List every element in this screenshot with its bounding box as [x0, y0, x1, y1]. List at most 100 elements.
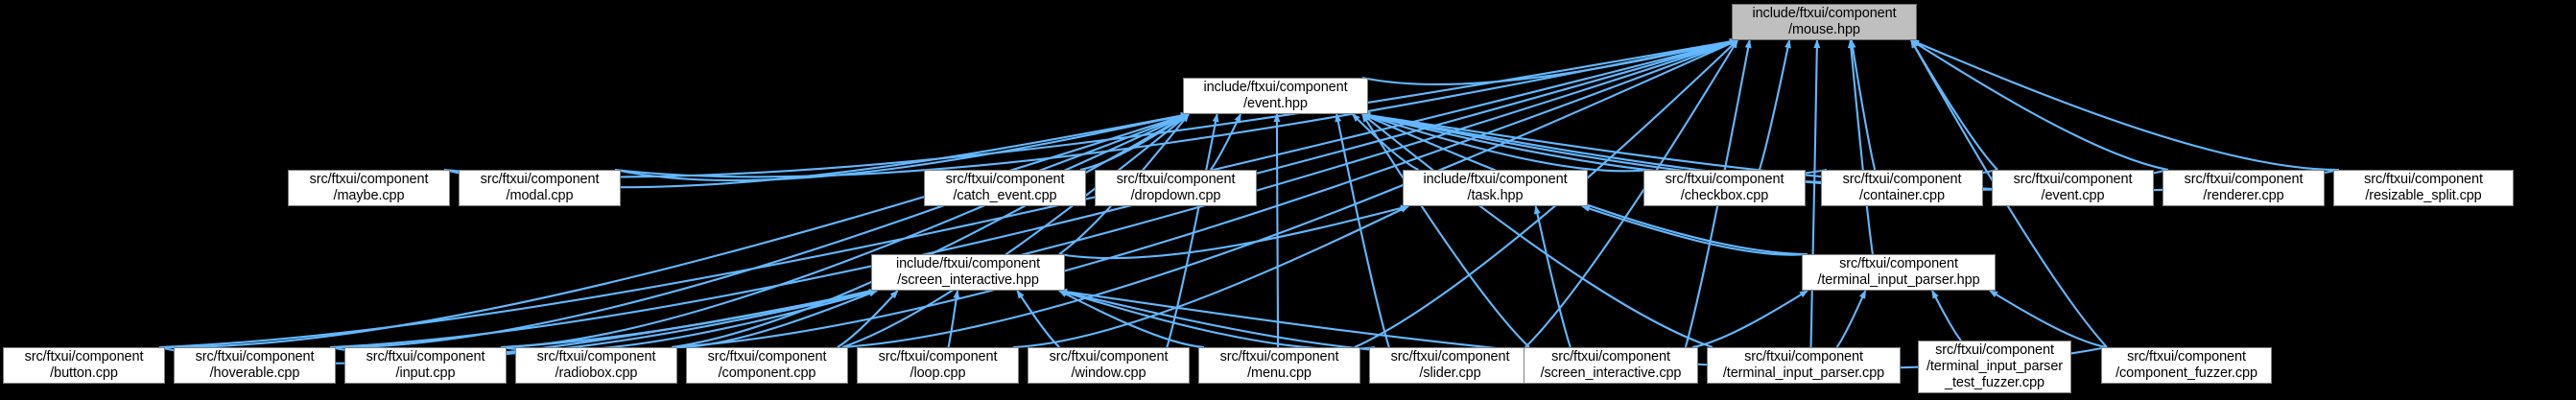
node-label-line2: /checkbox.cpp [1680, 188, 1769, 203]
graph-node-modal-cpp[interactable]: src/ftxui/component/modal.cpp [459, 170, 621, 206]
graph-edge [1524, 39, 1738, 348]
node-label-line2: /hoverable.cpp [209, 365, 300, 381]
graph-edge [671, 290, 878, 349]
node-label-line1: src/ftxui/component [1116, 172, 1236, 187]
node-label-line2: /button.cpp [50, 365, 118, 381]
node-label-line2: /dropdown.cpp [1130, 188, 1221, 203]
graph-edge [1533, 205, 1572, 348]
graph-node-button-cpp[interactable]: src/ftxui/component/button.cpp [3, 347, 165, 384]
graph-edge [1058, 289, 1376, 350]
graph-edge [1691, 290, 1808, 349]
graph-edge [1012, 205, 1409, 349]
node-label-line2: /component.cpp [718, 365, 816, 381]
node-label-line2: /loop.cpp [910, 365, 966, 381]
graph-node-component-cpp[interactable]: src/ftxui/component/component.cpp [686, 347, 848, 384]
graph-edge [1835, 290, 1867, 348]
graph-edge [1361, 113, 1713, 348]
graph-edge [841, 39, 1738, 349]
node-label-line1: include/ftxui/component [1752, 6, 1897, 21]
graph-node-container-cpp[interactable]: src/ftxui/component/container.cpp [1821, 170, 1983, 206]
node-label-line1: src/ftxui/component [1744, 349, 1863, 365]
graph-node-input-cpp[interactable]: src/ftxui/component/input.cpp [344, 347, 507, 384]
graph-node-event-cpp[interactable]: src/ftxui/component/event.cpp [1992, 170, 2154, 206]
node-label-line2: /component_fuzzer.cpp [2115, 365, 2257, 381]
graph-edge [1910, 39, 1998, 171]
graph-edge [1931, 290, 1962, 341]
graph-edge [1809, 39, 1821, 348]
node-label-line1: src/ftxui/component [1390, 349, 1510, 365]
graph-edge [1361, 112, 1650, 173]
graph-edge [1847, 39, 1874, 255]
graph-node-renderer-cpp[interactable]: src/ftxui/component/renderer.cpp [2162, 170, 2325, 206]
node-label-line1: include/ftxui/component [1423, 172, 1568, 187]
node-label-line1: src/ftxui/component [2013, 172, 2133, 187]
graph-node-event-hpp[interactable]: include/ftxui/component/event.hpp [1183, 78, 1368, 114]
graph-node-screen-int-cpp[interactable]: src/ftxui/component/screen_interactive.c… [1524, 347, 1698, 384]
node-label-line1: src/ftxui/component [2184, 172, 2304, 187]
graph-edge [158, 112, 1190, 349]
node-label-line1: src/ftxui/component [945, 172, 1065, 187]
graph-node-task-hpp[interactable]: include/ftxui/component/task.hpp [1403, 170, 1588, 206]
graph-edge [1361, 112, 1828, 177]
graph-edge [1166, 113, 1219, 348]
graph-edge [1910, 39, 2169, 172]
node-label-line1: src/ftxui/component [1665, 172, 1784, 187]
graph-edge [837, 290, 899, 348]
node-label-line1: src/ftxui/component [2127, 349, 2246, 365]
graph-edge [329, 38, 1738, 349]
node-label-line1: src/ftxui/component [480, 172, 600, 187]
graph-edge [329, 113, 1190, 349]
node-label-line2: /radiobox.cpp [555, 365, 638, 381]
graph-node-loop-cpp[interactable]: src/ftxui/component/loop.cpp [857, 347, 1019, 384]
node-label-line1: src/ftxui/component [1842, 172, 1962, 187]
node-label-line2: /terminal_input_parser.cpp [1722, 365, 1885, 381]
graph-edge [614, 38, 1738, 178]
graph-node-catch-event-cpp[interactable]: src/ftxui/component/catch_event.cpp [924, 170, 1086, 206]
node-label-line2: /maybe.cpp [333, 188, 405, 203]
graph-node-checkbox-cpp[interactable]: src/ftxui/component/checkbox.cpp [1643, 170, 1806, 206]
graph-edge [443, 37, 1738, 178]
graph-node-comp-fuzzer-cpp[interactable]: src/ftxui/component/component_fuzzer.cpp [2101, 347, 2272, 384]
graph-node-slider-cpp[interactable]: src/ftxui/component/slider.cpp [1369, 347, 1531, 384]
node-label-line1: src/ftxui/component [1839, 256, 1958, 271]
graph-node-mouse-hpp[interactable]: include/ftxui/component/mouse.hpp [1732, 4, 1917, 40]
node-label-line2: /terminal_input_parser [1926, 359, 2064, 374]
graph-node-dropdown-cpp[interactable]: src/ftxui/component/dropdown.cpp [1095, 170, 1257, 206]
node-label-line2: /terminal_input_parser.hpp [1817, 272, 1980, 288]
graph-node-menu-cpp[interactable]: src/ftxui/component/menu.cpp [1198, 347, 1360, 384]
graph-node-screen-int-hpp[interactable]: include/ftxui/component/screen_interacti… [871, 254, 1065, 291]
graph-edge [1849, 39, 1877, 171]
node-label-line2: /catch_event.cpp [953, 188, 1057, 203]
graph-edge [1758, 39, 1791, 171]
node-label-line2: /menu.cpp [1247, 365, 1312, 381]
graph-node-window-cpp[interactable]: src/ftxui/component/window.cpp [1028, 347, 1190, 384]
node-label-line2: /window.cpp [1071, 365, 1146, 381]
graph-edge [1581, 205, 1808, 256]
node-label-line1: src/ftxui/component [2364, 172, 2483, 187]
graph-node-radiobox-cpp[interactable]: src/ftxui/component/radiobox.cpp [515, 347, 677, 384]
graph-edge [1910, 39, 2108, 348]
node-label-line3: _test_fuzzer.cpp [1945, 375, 2044, 390]
graph-node-tip-cpp[interactable]: src/ftxui/component/terminal_input_parse… [1707, 347, 1901, 384]
graph-node-maybe-cpp[interactable]: src/ftxui/component/maybe.cpp [288, 170, 450, 206]
node-label-line2: /modal.cpp [506, 188, 574, 203]
node-label-line2: /input.cpp [395, 365, 456, 381]
node-label-line1: src/ftxui/component [707, 349, 827, 365]
graph-node-hoverable-cpp[interactable]: src/ftxui/component/hoverable.cpp [174, 347, 336, 384]
graph-edge [671, 39, 1738, 349]
graph-edge [947, 290, 960, 348]
graph-edge [614, 112, 1190, 182]
node-label-line1: src/ftxui/component [24, 349, 144, 365]
graph-edge [1361, 113, 1530, 348]
node-label-line2: /slider.cpp [1419, 365, 1481, 381]
graph-node-tip-fuzzer-cpp[interactable]: src/ftxui/component/terminal_input_parse… [1918, 341, 2071, 393]
graph-edge [841, 113, 1190, 348]
node-label-line2: /resizable_split.cpp [2365, 188, 2482, 203]
graph-node-tip-hpp[interactable]: src/ftxui/component/terminal_input_parse… [1802, 254, 1996, 291]
graph-edge [1989, 290, 2108, 349]
node-label-line1: include/ftxui/component [1203, 80, 1348, 95]
node-label-line2: /screen_interactive.hpp [897, 272, 1039, 288]
graph-node-resizable-cpp[interactable]: src/ftxui/component/resizable_split.cpp [2333, 170, 2514, 206]
